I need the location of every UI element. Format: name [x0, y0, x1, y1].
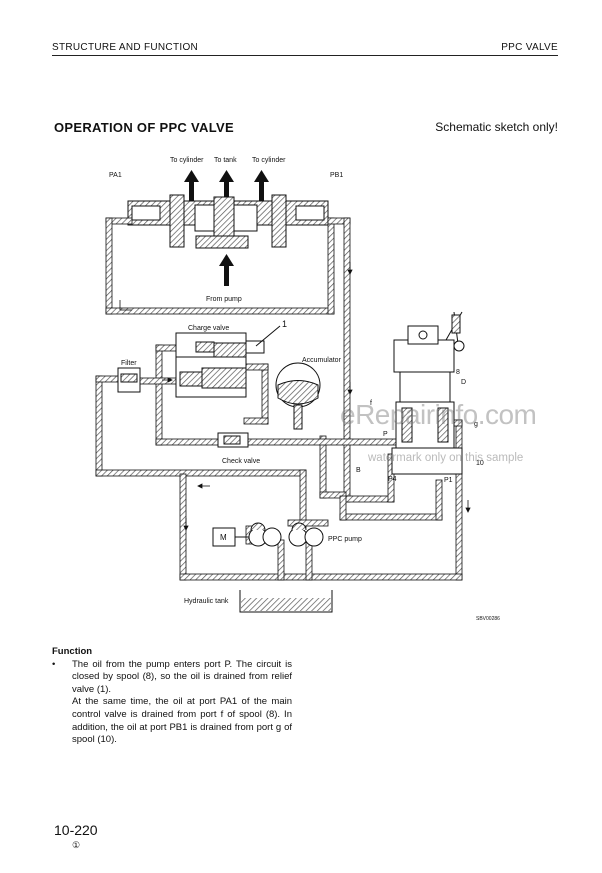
header-section-title: STRUCTURE AND FUNCTION: [52, 42, 199, 53]
watermark-note: watermark only on this sample: [368, 452, 524, 464]
label-charge-valve: Charge valve: [188, 325, 229, 332]
label-filter: Filter: [121, 360, 137, 367]
page-number: 10-220: [54, 822, 98, 838]
label-accumulator: Accumulator: [302, 357, 342, 364]
label-port-10: 10: [476, 460, 484, 467]
label-ppc-pump: PPC pump: [328, 536, 362, 543]
ppc-pump-assembly: [212, 522, 324, 547]
accumulator: [275, 362, 321, 430]
function-bullet: • The oil from the pump enters port P. T…: [52, 659, 292, 747]
bullet-mark: •: [52, 658, 56, 670]
function-paragraph-1: The oil from the pump enters port P. The…: [72, 658, 292, 695]
watermark-site: eRepairinfo.com: [340, 399, 537, 430]
filter: [117, 367, 141, 393]
callout-1: 1: [282, 319, 287, 329]
pilot-piping: [95, 217, 463, 581]
label-port-p1: P1: [444, 477, 453, 484]
revision-mark: ①: [72, 840, 81, 850]
page-title: OPERATION OF PPC VALVE: [54, 120, 234, 135]
label-to-tank: To tank: [214, 157, 237, 164]
label-pa1: PA1: [109, 172, 122, 179]
function-text: The oil from the pump enters port P. The…: [72, 659, 292, 747]
label-to-cylinder-left: To cylinder: [170, 157, 204, 164]
flow-arrows: [119, 262, 471, 531]
ppc-valve-assembly: [391, 311, 465, 475]
outlet-arrows: [184, 170, 269, 286]
hydraulic-tank: [239, 590, 333, 613]
label-port-8: 8: [456, 369, 460, 376]
label-check-valve: Check valve: [222, 458, 260, 465]
label-port-b: B: [356, 467, 361, 474]
label-motor: M: [220, 533, 227, 542]
header-component-title: PPC VALVE: [501, 42, 558, 53]
check-valve: [217, 432, 249, 448]
label-to-cylinder-right: To cylinder: [252, 157, 286, 164]
header-rule: [52, 55, 558, 56]
label-port-p4: P4: [388, 476, 397, 483]
label-port-f: f: [370, 400, 372, 407]
function-paragraph-2: At the same time, the oil at port PA1 of…: [72, 696, 292, 746]
label-from-pump: From pump: [206, 296, 242, 303]
label-port-d: D: [461, 379, 466, 386]
figure-code: SBV00286: [476, 616, 500, 622]
charge-valve: [175, 325, 281, 398]
schematic-note: Schematic sketch only!: [435, 120, 558, 134]
label-pb1: PB1: [330, 172, 343, 179]
function-section: Function • The oil from the pump enters …: [52, 646, 292, 747]
main-control-valve: [127, 194, 329, 249]
function-heading: Function: [52, 646, 93, 657]
label-port-g: g: [474, 421, 478, 428]
label-port-p: P: [383, 431, 388, 438]
label-hydraulic-tank: Hydraulic tank: [184, 598, 229, 605]
